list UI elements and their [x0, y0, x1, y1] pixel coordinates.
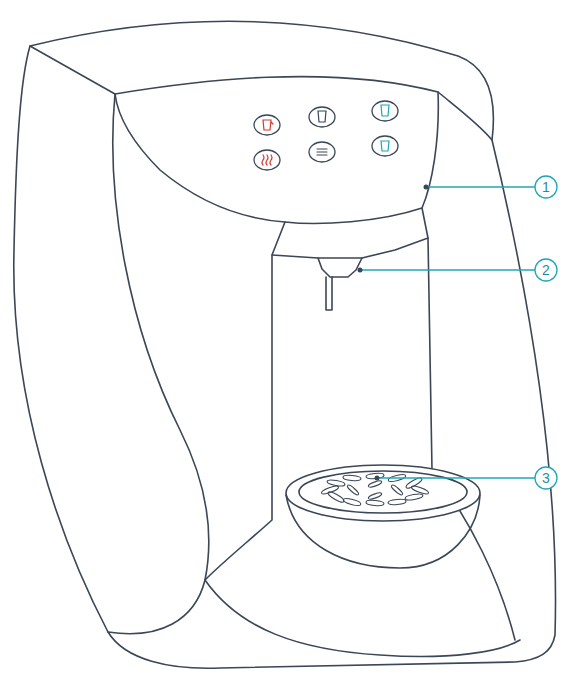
leader-dot: [424, 185, 429, 190]
callout-leaders: [360, 176, 557, 489]
leader-line: [426, 186, 535, 187]
alcove-right: [422, 208, 432, 470]
leader-line: [360, 269, 535, 270]
button: [254, 115, 280, 135]
head-edge: [30, 46, 115, 94]
control-buttons: [254, 101, 398, 170]
grate-slot: [405, 493, 424, 501]
machine-outline: [14, 21, 556, 668]
drip-tray-inner: [299, 471, 467, 513]
leader-dot: [375, 476, 380, 481]
callout-circle: [535, 176, 557, 198]
button: [309, 107, 335, 127]
button: [254, 150, 280, 170]
leader-line: [377, 477, 535, 478]
button: [372, 101, 398, 121]
spout: [326, 277, 332, 310]
button: [372, 136, 398, 156]
callout-number: 1: [535, 176, 557, 198]
steam-icon: [262, 155, 272, 165]
base-curve: [205, 580, 520, 657]
button: [309, 142, 335, 162]
grate-slot: [327, 479, 346, 487]
alcove-left: [205, 222, 285, 580]
leader-dot: [358, 268, 363, 273]
callout-number: 3: [535, 467, 557, 489]
machine-body: [14, 21, 556, 668]
nozzle: [318, 258, 362, 277]
cup-icon: [381, 105, 389, 116]
cup-icon: [263, 120, 273, 130]
grate-slot: [346, 484, 359, 496]
grate-slot: [343, 497, 362, 506]
callout-number: 2: [535, 259, 557, 281]
grate-slot: [368, 492, 383, 501]
drip-tray-rim: [286, 465, 480, 521]
head-face: [115, 77, 438, 224]
grate-slot: [388, 499, 406, 506]
grate-slot: [343, 475, 361, 482]
button-icons: [262, 105, 389, 165]
cup-icon: [318, 111, 326, 122]
grate-slot: [321, 485, 340, 496]
side-panel: [108, 94, 209, 634]
callout-circle: [535, 467, 557, 489]
leader-dots: [358, 185, 429, 481]
drip-tray-bowl: [286, 495, 480, 568]
grate-slot: [368, 480, 383, 489]
menu-icon: [317, 149, 327, 155]
alcove-top: [272, 238, 428, 258]
right-panel: [438, 92, 492, 140]
grate-slot: [366, 500, 384, 507]
grate-slot: [390, 484, 403, 496]
callout-circle: [535, 259, 557, 281]
cup-icon: [381, 141, 389, 151]
